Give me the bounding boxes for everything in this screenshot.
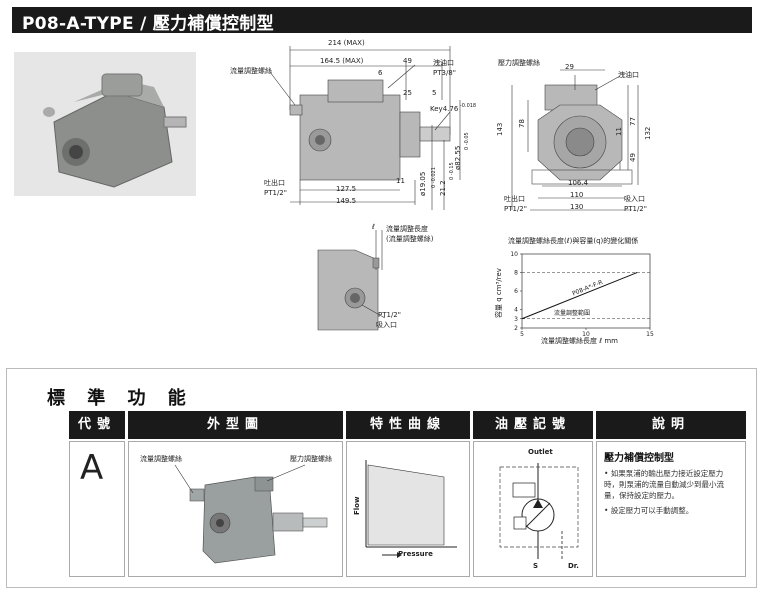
symbol-outlet: Outlet (528, 448, 553, 456)
dim-5: 5 (432, 89, 437, 97)
dim-11-front: 11 (615, 127, 623, 136)
dim-49-front: 49 (629, 153, 637, 162)
dim-phi82: ø82.55 (454, 145, 462, 170)
dim-phi82-tol: 0 -0.05 (464, 132, 470, 150)
desc-item-1: • 如果泵浦的輸出壓力接近設定壓力時，則泵浦的流量自動減少到最小流量，保持設定的… (604, 469, 724, 500)
chart-title: 流量調整螺絲長度(ℓ)與容量(q)的變化關係 (508, 237, 639, 245)
detail-drawing (317, 230, 386, 331)
label-flow-length: 流量調整長度 (386, 225, 428, 233)
chart-annotation: 流量調整範圍 (554, 309, 590, 317)
label-pressure-screw: 壓力調整螺絲 (498, 59, 540, 67)
cell-desc (596, 441, 746, 577)
section-heading: 標 準 功 能 (47, 388, 194, 409)
label-drain-front: 洩油口 (618, 71, 639, 79)
label-inlet-detail: 吸入口 (376, 321, 397, 329)
label-pt-detail: PT1/2" (378, 311, 401, 319)
dim-106: 106.4 (568, 179, 589, 187)
label-drain: 洩油口 (433, 59, 454, 67)
curve-drawing (365, 460, 457, 558)
series-line (521, 272, 638, 320)
page-title: P08-A-TYPE / 壓力補償控制型 (22, 14, 274, 34)
dim-110: 110 (570, 191, 584, 199)
dim-78: 78 (518, 119, 526, 128)
label-outlet-front: 吐出口 (504, 195, 525, 203)
dim-149: 149.5 (336, 197, 357, 205)
dim-212: 21.2 (439, 180, 447, 196)
dim-143: 143 (496, 122, 504, 136)
col-shape-header: 外型圖 (128, 411, 343, 439)
desc-title: 壓力補償控制型 (604, 453, 674, 464)
label-flow-length-screw: (流量調整螺絲) (386, 235, 434, 243)
label-outlet: 吐出口 (264, 179, 285, 187)
col-code-header: 代號 (69, 411, 125, 439)
dim-25: 25 (403, 89, 412, 97)
dim-132: 132 (644, 126, 652, 140)
hydraulic-symbol (499, 463, 579, 559)
desc-item-2: • 設定壓力可以手動調整。 (604, 506, 694, 515)
dim-164: 164.5 (MAX) (320, 57, 364, 65)
y-tick-label: 3 (514, 316, 518, 323)
label-ell: ℓ (372, 223, 375, 231)
y-tick-label: 6 (514, 288, 518, 295)
y-tick-label: 10 (510, 251, 518, 258)
col-symbol-header: 油壓記號 (473, 411, 593, 439)
col-desc-header: 說明 (596, 411, 746, 439)
y-tick-label: 4 (514, 307, 518, 314)
col-curve-header: 特性曲線 (346, 411, 470, 439)
y-tick-label: 2 (514, 325, 518, 332)
cell-code (69, 441, 125, 577)
symbol-dr: Dr. (568, 562, 579, 570)
symbol-s: S (533, 562, 539, 570)
dim-phi19-tol: 0 -0.021 (431, 167, 437, 188)
label-inlet-front-size: PT1/2" (624, 205, 647, 213)
label-outlet-size: PT1/2" (264, 189, 287, 197)
dim-127: 127.5 (336, 185, 357, 193)
title-bar (12, 7, 752, 33)
curve-ylabel: Flow (353, 496, 361, 515)
x-tick-label: 15 (646, 331, 654, 338)
chart-ylabel: 容量 q cm³/rev (495, 268, 503, 318)
dim-phi19: ø19.05 (419, 171, 427, 196)
pump-photo (14, 52, 196, 196)
dim-77: 77 (629, 117, 637, 126)
dim-29: 29 (565, 63, 574, 71)
label-key-tol: -0.018 (460, 103, 477, 109)
dim-11: 11 (396, 177, 405, 185)
front-view-drawing (511, 69, 639, 211)
dim-130: 130 (570, 203, 584, 211)
shape-drawing (174, 464, 328, 564)
label-key: Key4.76 (430, 105, 459, 113)
label-drain-size: PT3/8" (433, 69, 456, 77)
type-code: A (80, 448, 104, 488)
label-flow-screw: 流量調整螺絲 (230, 67, 272, 75)
dim-214: 214 (MAX) (328, 39, 365, 47)
shape-label-pressure: 壓力調整螺絲 (290, 455, 332, 463)
x-tick-label: 10 (582, 331, 590, 338)
label-inlet-front: 吸入口 (624, 195, 645, 203)
side-view-drawing (269, 46, 461, 210)
dim-49: 49 (403, 57, 412, 65)
dim-6: 6 (378, 69, 383, 77)
shape-label-flow: 流量調整螺絲 (140, 455, 182, 463)
label-outlet-front-size: PT1/2" (504, 205, 527, 213)
curve-xlabel: Pressure (398, 550, 433, 558)
y-tick-label: 8 (514, 270, 518, 277)
chart-xlabel: 流量調整螺絲長度 ℓ mm (541, 337, 618, 345)
x-tick-label: 5 (520, 331, 524, 338)
